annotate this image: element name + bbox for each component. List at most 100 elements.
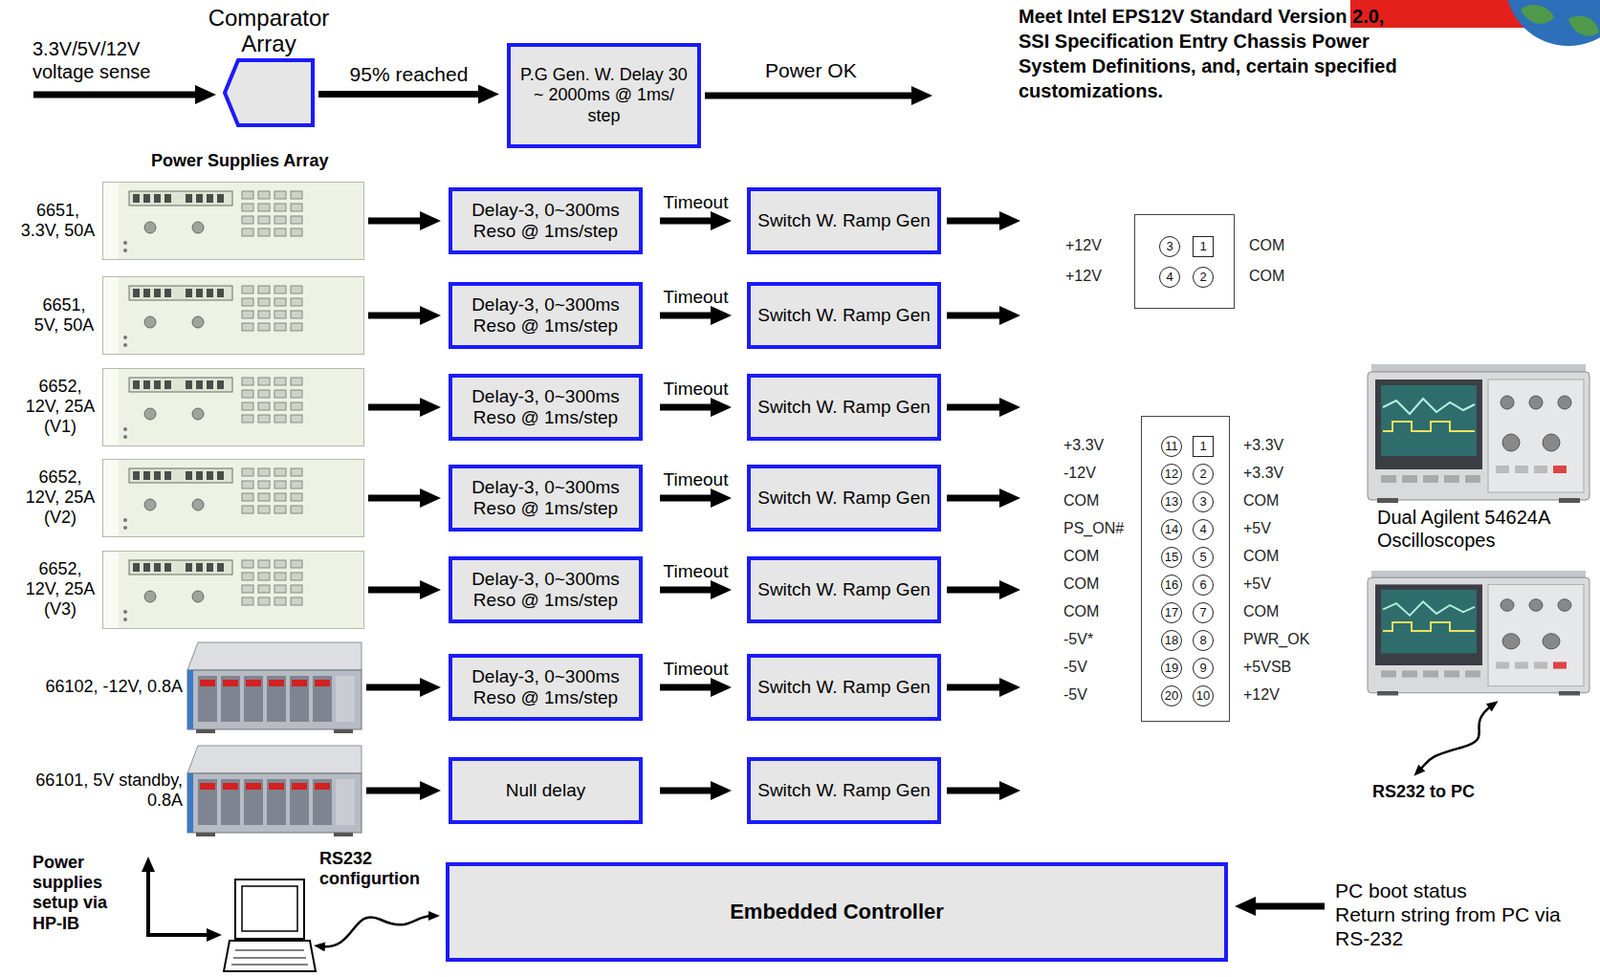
power-supply-picture bbox=[258, 415, 270, 423]
power-supply: 6651, 3.3V, 50A bbox=[102, 181, 365, 261]
power-supply-picture bbox=[217, 194, 224, 203]
power-supply-picture bbox=[187, 642, 362, 671]
power-supply: 6651, 5V, 50A bbox=[102, 276, 365, 355]
oscilloscope-picture bbox=[1495, 465, 1510, 474]
power-supply-picture bbox=[314, 783, 330, 790]
comparator-array: Comparator Array bbox=[222, 58, 315, 128]
power-supply-picture bbox=[153, 380, 161, 390]
power-supply-picture bbox=[258, 323, 270, 331]
connector-arrow bbox=[368, 404, 428, 412]
power-supply-picture bbox=[143, 471, 151, 481]
pin-number: 7 bbox=[1192, 602, 1214, 624]
power-supply-picture bbox=[241, 390, 254, 398]
oscilloscope-picture bbox=[1375, 584, 1483, 666]
box-text: P.G Gen. W. Delay 30 ~ 2000ms @ 1ms/ ste… bbox=[520, 65, 688, 127]
oscilloscope-picture bbox=[1500, 599, 1514, 613]
oscilloscope-picture bbox=[1423, 475, 1439, 483]
power-supply-picture bbox=[187, 670, 194, 730]
oscilloscope-picture bbox=[1367, 570, 1590, 697]
power-supply-picture bbox=[192, 221, 204, 234]
power-supply-picture bbox=[290, 597, 303, 606]
power-supply-picture bbox=[153, 194, 161, 203]
laptop-icon bbox=[223, 941, 316, 972]
power-supply-picture bbox=[241, 310, 254, 319]
power-supply-picture bbox=[196, 288, 203, 298]
instrument-label: Dual Agilent 54624A Oscilloscopes bbox=[1377, 506, 1583, 552]
power-supply-picture bbox=[241, 597, 254, 606]
supply-model-label: 66102, -12V, 0.8A bbox=[5, 677, 183, 698]
box-text: Delay-3, 0~300ms Reso @ 1ms/step bbox=[461, 294, 630, 338]
edge-label: 95% reached bbox=[350, 63, 469, 88]
supply-model-label: 6651, 5V, 50A bbox=[29, 295, 99, 336]
pin-name: +12V bbox=[1065, 267, 1102, 286]
oscilloscope-picture bbox=[1382, 622, 1475, 632]
power-supply-picture bbox=[258, 585, 270, 593]
laptop-icon bbox=[223, 879, 316, 972]
ramp-switch-box: Switch W. Ramp Gen bbox=[746, 654, 942, 722]
oscilloscope-picture bbox=[1375, 379, 1483, 470]
supply-model-label: 6651, 3.3V, 50A bbox=[17, 200, 99, 242]
power-supply-picture bbox=[243, 779, 264, 826]
power-supply-picture bbox=[144, 499, 156, 511]
power-supply-picture bbox=[129, 377, 233, 393]
power-supply-picture bbox=[206, 471, 214, 481]
oscilloscope-picture bbox=[1367, 577, 1590, 694]
boot-status-arrow bbox=[1248, 903, 1325, 911]
power-supply-picture bbox=[274, 216, 286, 224]
power-supply-picture bbox=[290, 310, 303, 319]
power-supply-picture bbox=[217, 563, 224, 572]
laptop-icon bbox=[235, 879, 305, 940]
power-supply-picture bbox=[241, 415, 254, 423]
power-supply-picture bbox=[192, 316, 204, 329]
power-supply-picture bbox=[129, 191, 233, 206]
pin-name: +3.3V bbox=[1063, 437, 1104, 456]
power-supply-picture bbox=[192, 408, 204, 420]
power-supply-picture bbox=[312, 676, 332, 723]
power-supply-picture bbox=[187, 670, 362, 730]
power-supply-picture bbox=[185, 563, 193, 572]
connector-arrow bbox=[659, 587, 719, 594]
power-supply-picture bbox=[274, 298, 286, 307]
oscilloscope-picture bbox=[1444, 475, 1460, 483]
edge-label: Timeout bbox=[663, 286, 729, 308]
power-supply-picture bbox=[314, 679, 330, 687]
power-supply-picture bbox=[289, 779, 309, 826]
power-supply-picture bbox=[196, 563, 203, 572]
power-supply-picture bbox=[164, 563, 172, 572]
power-supply-picture bbox=[290, 481, 303, 489]
power-supply-picture bbox=[199, 783, 216, 790]
power-supply-picture bbox=[258, 298, 270, 307]
box-text: Delay-3, 0~300ms Reso @ 1ms/step bbox=[461, 477, 630, 521]
power-supply-picture bbox=[274, 285, 286, 294]
power-supply-picture bbox=[153, 563, 161, 572]
oscilloscope-picture bbox=[1558, 691, 1580, 697]
pin-name: PWR_OK bbox=[1243, 631, 1310, 650]
pin-name: COM bbox=[1243, 603, 1279, 622]
power-supply-picture bbox=[274, 493, 286, 502]
power-supply-picture bbox=[143, 288, 151, 298]
connector-arrow bbox=[368, 312, 428, 320]
power-supply-picture bbox=[220, 779, 241, 826]
power-supply-picture bbox=[290, 191, 303, 199]
power-supply-picture bbox=[206, 563, 214, 572]
power-supply-picture bbox=[291, 679, 307, 687]
pin-number: 1 bbox=[1192, 436, 1214, 458]
oscilloscope-picture bbox=[1514, 465, 1529, 474]
power-supply-picture bbox=[290, 390, 303, 398]
power-supply-picture bbox=[274, 572, 286, 581]
delay-box: Delay-3, 0~300ms Reso @ 1ms/step bbox=[448, 187, 643, 255]
power-supply-picture bbox=[290, 203, 303, 212]
power-supply-picture bbox=[123, 248, 128, 253]
power-supply-picture bbox=[143, 380, 151, 390]
power-supply-picture bbox=[217, 288, 224, 298]
oscilloscope-picture bbox=[1380, 670, 1397, 678]
supply-model-label: 6652, 12V, 25A (V1) bbox=[21, 376, 99, 439]
power-supply-picture bbox=[222, 783, 239, 790]
power-supply-picture bbox=[245, 783, 262, 790]
connector-arrow bbox=[659, 312, 719, 320]
pin-number: 3 bbox=[1192, 491, 1214, 513]
power-supply-picture bbox=[258, 597, 270, 606]
power-supply-picture bbox=[123, 526, 128, 530]
pin-number: 4 bbox=[1192, 519, 1214, 541]
power-supply-picture bbox=[206, 288, 214, 298]
